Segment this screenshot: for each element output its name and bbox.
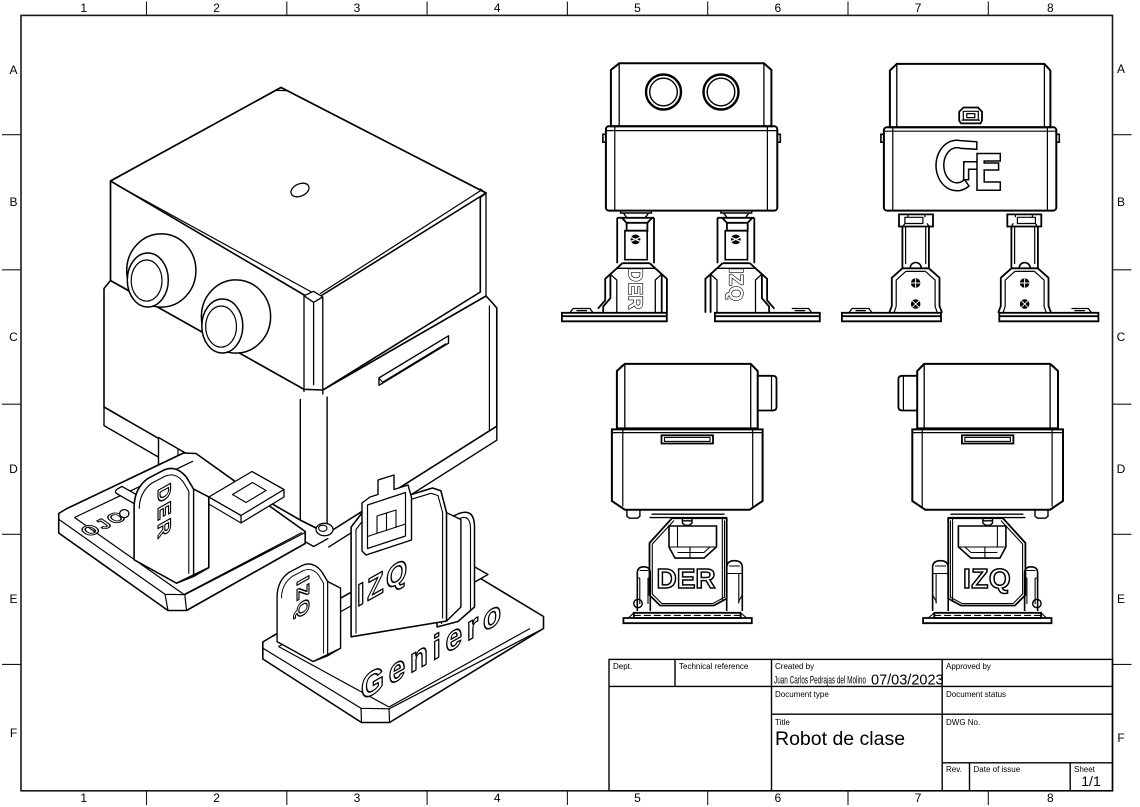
- svg-text:D: D: [1117, 462, 1126, 476]
- svg-text:1: 1: [80, 791, 87, 805]
- svg-text:IZQ: IZQ: [724, 268, 745, 301]
- svg-text:2: 2: [213, 1, 220, 15]
- svg-text:F: F: [1117, 731, 1124, 745]
- svg-text:5: 5: [634, 1, 641, 15]
- svg-text:B: B: [1117, 195, 1125, 209]
- svg-text:DWG No.: DWG No.: [946, 718, 980, 727]
- svg-text:Title: Title: [775, 718, 790, 727]
- svg-text:8: 8: [1047, 1, 1054, 15]
- svg-text:IZQ: IZQ: [963, 563, 1011, 594]
- svg-text:8: 8: [1047, 791, 1054, 805]
- svg-text:Technical reference: Technical reference: [679, 662, 749, 671]
- svg-text:6: 6: [774, 1, 781, 15]
- svg-text:F: F: [10, 726, 17, 740]
- svg-text:A: A: [9, 63, 17, 77]
- svg-text:3: 3: [354, 1, 361, 15]
- svg-text:4: 4: [494, 1, 501, 15]
- svg-text:1: 1: [80, 1, 87, 15]
- svg-text:Rev.: Rev.: [946, 765, 962, 774]
- svg-text:6: 6: [774, 791, 781, 805]
- svg-text:Robot de clase: Robot de clase: [775, 728, 905, 750]
- svg-text:7: 7: [915, 791, 922, 805]
- svg-text:C: C: [9, 330, 18, 344]
- svg-text:Date of issue: Date of issue: [974, 765, 1021, 774]
- svg-text:Approved by: Approved by: [946, 662, 991, 671]
- svg-text:5: 5: [634, 791, 641, 805]
- svg-text:A: A: [1117, 62, 1125, 76]
- svg-text:7: 7: [915, 1, 922, 15]
- svg-text:C: C: [1117, 330, 1126, 344]
- svg-text:D: D: [9, 462, 18, 476]
- svg-text:DER: DER: [154, 480, 174, 545]
- svg-text:1/1: 1/1: [1081, 773, 1101, 789]
- svg-text:3: 3: [354, 791, 361, 805]
- svg-text:4: 4: [494, 791, 501, 805]
- svg-text:2: 2: [213, 791, 220, 805]
- svg-text:Dept.: Dept.: [613, 662, 632, 671]
- svg-text:E: E: [9, 592, 17, 606]
- svg-text:Juan Carlos Pedrajas del Molin: Juan Carlos Pedrajas del Molino: [774, 675, 866, 687]
- svg-text:IZQ: IZQ: [293, 573, 312, 625]
- svg-text:Sheet: Sheet: [1074, 765, 1096, 774]
- svg-text:DER: DER: [624, 268, 645, 310]
- svg-text:07/03/2023: 07/03/2023: [871, 673, 944, 689]
- svg-text:DER: DER: [657, 563, 716, 594]
- svg-text:E: E: [1117, 592, 1125, 606]
- svg-text:Document status: Document status: [946, 690, 1006, 699]
- svg-text:B: B: [9, 195, 17, 209]
- svg-text:Document type: Document type: [775, 690, 829, 699]
- svg-text:Created by: Created by: [775, 662, 814, 671]
